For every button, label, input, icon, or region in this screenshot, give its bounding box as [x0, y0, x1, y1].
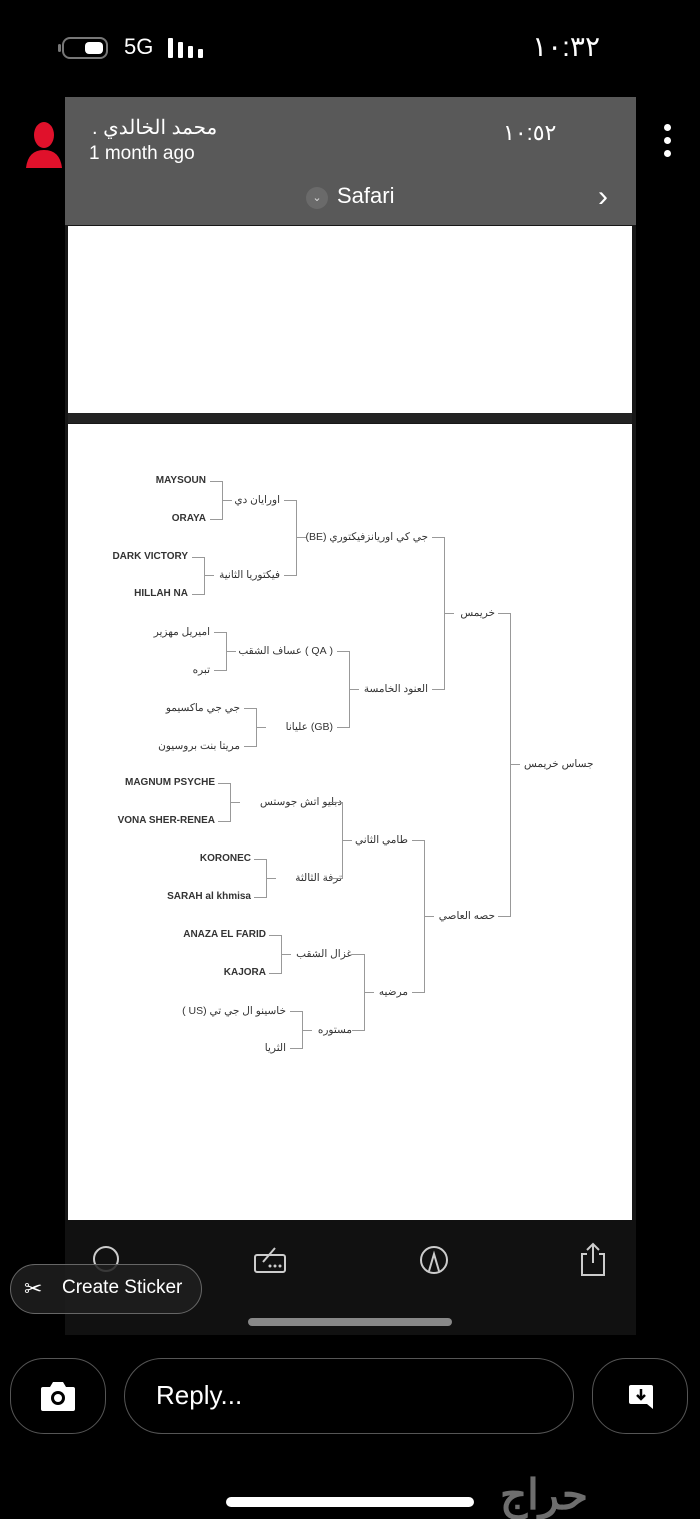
entry: DARK VICTORY	[112, 551, 188, 562]
more-options-icon[interactable]	[662, 124, 674, 158]
document-page-blank	[68, 226, 632, 413]
watermark-logo: حراج	[500, 1471, 588, 1518]
save-button[interactable]	[592, 1358, 688, 1434]
entry: طامي الثاني	[354, 834, 408, 846]
entry: MAGNUM PSYCHE	[124, 777, 215, 788]
entry: مرضيه	[378, 986, 408, 998]
entry: VONA SHER-RENEA	[117, 815, 215, 826]
camera-icon	[41, 1382, 75, 1411]
chevron-down-icon[interactable]: ⌄	[306, 187, 328, 209]
status-time: ١٠:٣٢	[532, 31, 600, 62]
entry: اورايان دي	[234, 494, 280, 506]
entry: HILLAH NA	[134, 588, 188, 599]
entry: خاسينو ال جي تي (US )	[182, 1005, 286, 1017]
embedded-home-indicator	[248, 1318, 452, 1326]
entry: تبره	[192, 664, 210, 676]
page-divider	[68, 413, 632, 423]
home-indicator	[226, 1497, 474, 1507]
signature-icon[interactable]	[253, 1245, 289, 1275]
entry: KAJORA	[223, 967, 266, 978]
entry: العنود الخامسة	[363, 683, 428, 695]
entry: KORONEC	[199, 853, 251, 864]
signal-icon	[168, 38, 206, 58]
network-type: 5G	[124, 34, 154, 59]
avatar-icon[interactable]	[24, 120, 64, 170]
entry: ترفة الثالثة	[295, 872, 342, 884]
entry: جي كي اوريانزفيكتوري (BE)	[305, 531, 428, 543]
bracket-page: MAYSOUN ORAYA DARK VICTORY HILLAH NA امي…	[68, 424, 632, 1220]
entry: ORAYA	[171, 513, 206, 524]
entry: دبليو اتش جوستس	[260, 796, 342, 808]
create-sticker-button[interactable]	[10, 1264, 202, 1314]
battery-nub	[58, 44, 61, 52]
winner: جساس خريمس	[524, 758, 594, 770]
entry: مريتا بنت بروسيون	[158, 740, 240, 752]
entry: SARAH al khmisa	[167, 891, 251, 902]
entry: خريمس	[460, 607, 495, 619]
user-name[interactable]: محمد الخالدي .	[92, 117, 218, 139]
create-sticker-label: Create Sticker	[62, 1277, 183, 1298]
entry: فيكتوريا الثانية	[219, 569, 280, 581]
entry: جي جي ماكسيمو	[165, 702, 240, 714]
entry: ( QA ) عساف الشقب	[238, 645, 333, 657]
entry: اميريل مهزير	[153, 626, 210, 638]
time-ago: 1 month ago	[89, 143, 195, 164]
reply-input[interactable]	[124, 1358, 574, 1434]
embedded-time: ١٠:٥٢	[503, 120, 557, 145]
share-icon[interactable]	[578, 1241, 608, 1277]
camera-button[interactable]	[10, 1358, 106, 1434]
battery-icon	[62, 37, 108, 59]
story-header	[65, 97, 636, 225]
entry: غزال الشقب	[296, 948, 352, 960]
entry: حصه العاصي	[438, 910, 495, 922]
scissors-icon: ✂	[24, 1276, 43, 1301]
markup-pen-icon[interactable]	[419, 1245, 449, 1275]
reply-placeholder: Reply...	[156, 1380, 243, 1410]
entry: الثريا	[264, 1042, 286, 1054]
entry: (GB) عليانا	[285, 721, 333, 733]
entry: مستوره	[317, 1024, 352, 1036]
app-label: Safari	[337, 183, 395, 208]
download-chat-icon	[629, 1385, 653, 1409]
chevron-right-icon[interactable]: ›	[598, 180, 608, 213]
entry: ANAZA EL FARID	[183, 929, 266, 940]
entry: MAYSOUN	[155, 475, 206, 486]
